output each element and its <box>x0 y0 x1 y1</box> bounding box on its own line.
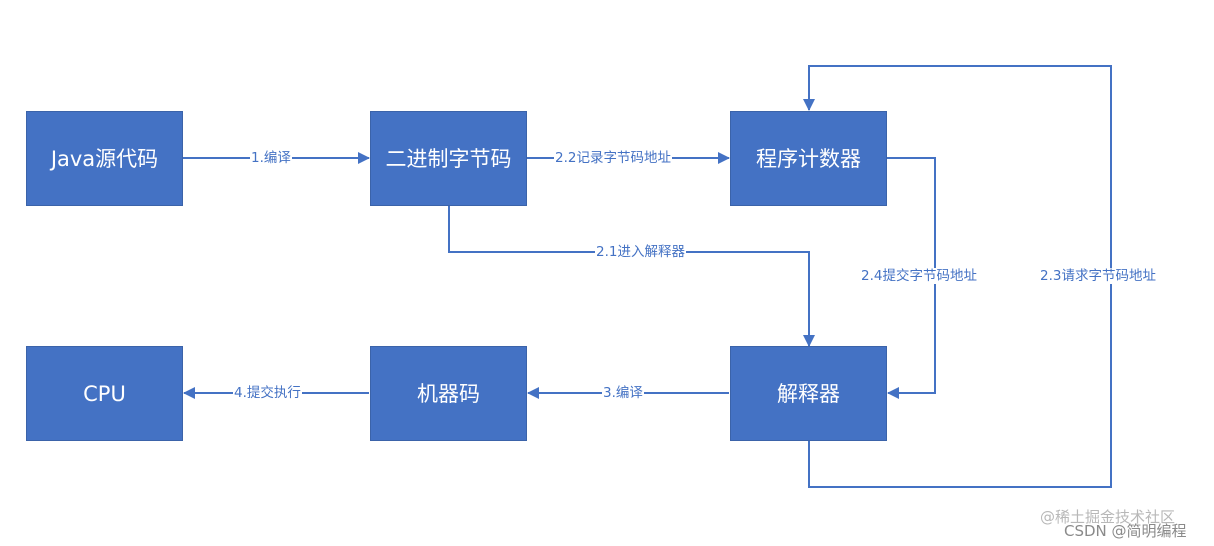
edge-label-interpret: 3.编译 <box>602 385 644 401</box>
program-counter-label: 程序计数器 <box>756 146 861 171</box>
cpu-label: CPU <box>83 381 126 406</box>
edge-enter-interpreter <box>448 206 815 347</box>
edge-label-enter-interpreter: 2.1进入解释器 <box>595 244 686 260</box>
bytecode-node: 二进制字节码 <box>370 111 527 206</box>
machine-code-label: 机器码 <box>417 381 480 406</box>
edge-label-request-address: 2.3请求字节码地址 <box>1039 268 1157 284</box>
program-counter-node: 程序计数器 <box>730 111 887 206</box>
edge-label-compile: 1.编译 <box>250 150 292 166</box>
edge-label-record-address: 2.2记录字节码地址 <box>554 150 672 166</box>
interpreter-label: 解释器 <box>777 381 840 406</box>
cpu-node: CPU <box>26 346 183 441</box>
bytecode-label: 二进制字节码 <box>385 146 512 171</box>
edge-label-submit-address: 2.4提交字节码地址 <box>860 268 978 284</box>
juejin-watermark: @稀土掘金技术社区 <box>1040 508 1176 526</box>
machine-code-node: 机器码 <box>370 346 527 441</box>
edge-label-submit-execute: 4.提交执行 <box>233 385 302 401</box>
java-source-label: Java源代码 <box>50 146 159 171</box>
java-source-node: Java源代码 <box>26 111 183 206</box>
interpreter-node: 解释器 <box>730 346 887 441</box>
csdn-watermark: CSDN @简明编程 <box>1064 522 1187 540</box>
